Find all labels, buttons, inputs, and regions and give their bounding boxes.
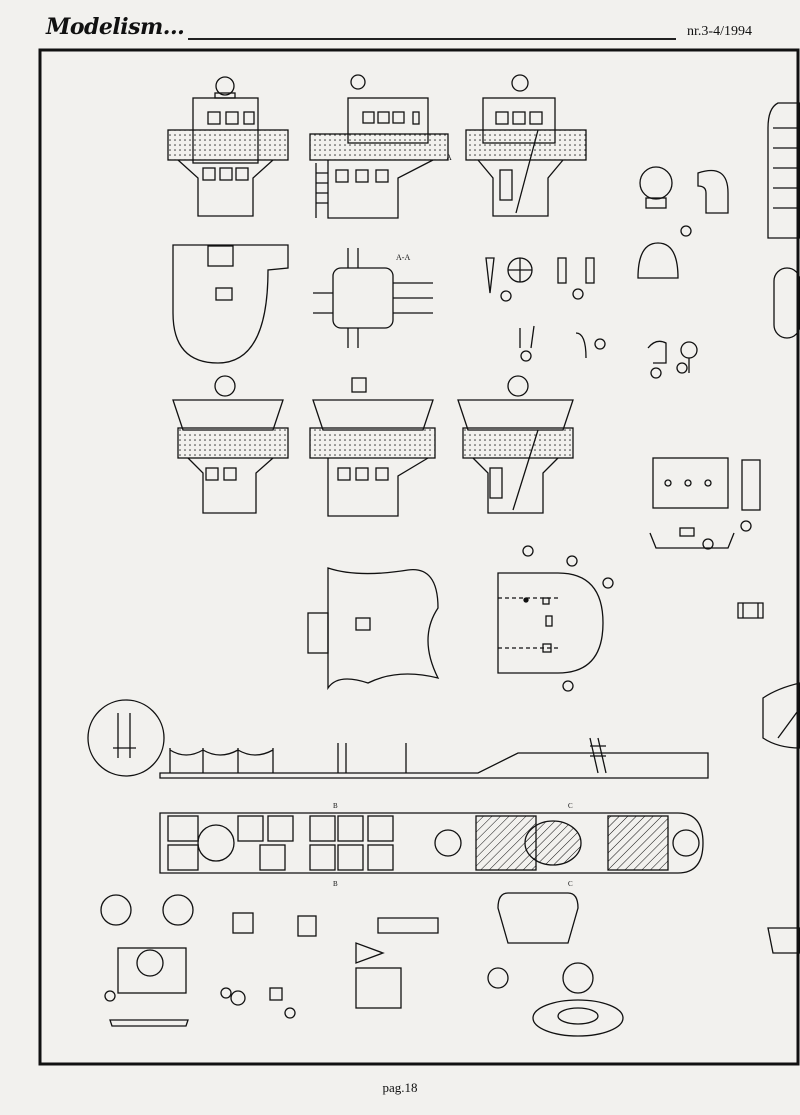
svg-text:B: B: [333, 880, 338, 888]
fittings-detail: [485, 257, 606, 362]
bridge-side-elevation: [309, 74, 449, 219]
svg-text:C: C: [568, 802, 573, 810]
section-a-a-plan: A-A: [313, 248, 433, 348]
bridge-rear-elevation-alt: [457, 375, 574, 514]
svg-text:A-A: A-A: [396, 253, 410, 262]
svg-text:A: A: [446, 153, 452, 162]
page-number: pag.18: [382, 1080, 418, 1095]
svg-text:C: C: [568, 880, 573, 888]
hull-plan-view: B B C C: [159, 802, 704, 888]
small-details: [100, 892, 800, 1037]
bridge-front-elevation: [167, 76, 289, 217]
technical-drawing-sheet: A A-A: [38, 48, 800, 1068]
awning-plan: [307, 567, 440, 691]
bridge-side-elevation-alt: [309, 377, 436, 517]
header-rule: [188, 38, 676, 40]
bridge-rear-elevation: A: [446, 74, 587, 217]
magazine-logo: Modelism...: [46, 14, 185, 40]
issue-number: nr.3-4/1994: [687, 24, 752, 39]
bridge-deck-plan: [172, 244, 289, 364]
bridge-front-elevation-alt: [172, 375, 289, 514]
deck-plan: [497, 545, 614, 692]
locker-detail: [649, 457, 761, 550]
svg-text:B: B: [333, 802, 338, 810]
hull-side-view: [87, 699, 709, 779]
